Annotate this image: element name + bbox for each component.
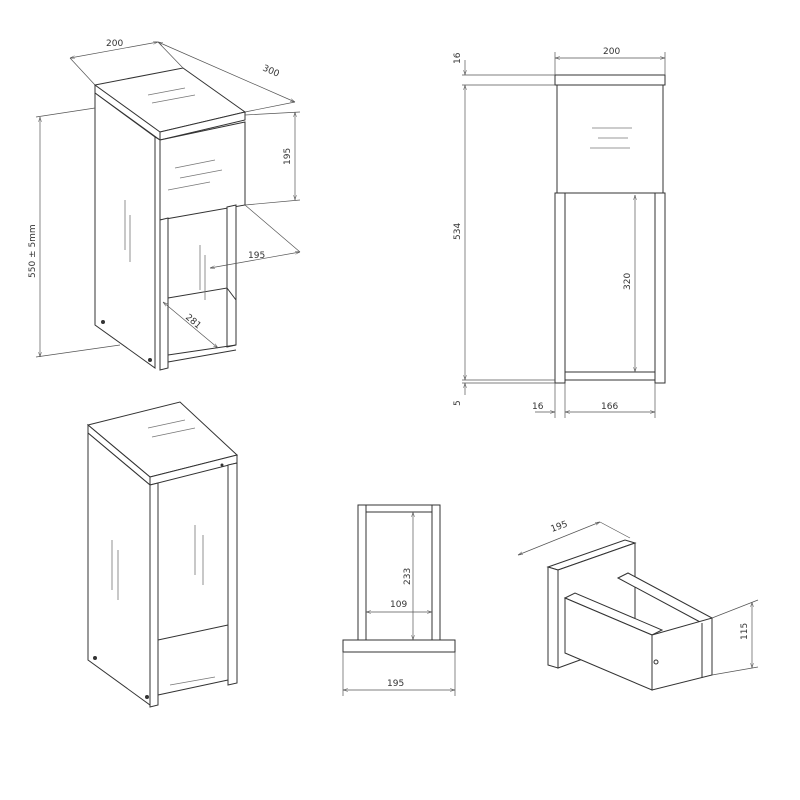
isometric-view-with-drawer: 200 300 195 195 550 ± 5mm 281 [28,39,300,371]
dim-depth-label: 300 [261,64,281,80]
frame-base-width-label: 195 [387,679,404,689]
dim-drawer-height-label: 195 [283,148,293,165]
frame-view: 233 109 195 [342,504,456,696]
drawer-view: 195 115 [518,520,759,691]
drawer-depth-label: 195 [550,520,570,535]
dim-drawer-depth-label: 195 [248,251,265,261]
dim-shelf-depth-label: 281 [183,313,203,332]
foot-label: 5 [453,400,463,406]
top-thickness-label: 16 [453,52,463,64]
isometric-view-carcass [86,401,239,708]
front-height-label: 534 [453,223,463,240]
drawer-height-label: 115 [740,623,750,640]
side-thickness-label: 16 [532,402,544,412]
frame-inner-height-label: 233 [403,568,413,585]
dim-total-height-label: 550 ± 5mm [28,224,38,278]
front-view: 200 16 534 5 320 16 166 [453,47,666,418]
frame-inner-width-label: 109 [390,600,407,610]
front-width-label: 200 [603,47,620,57]
opening-height-label: 320 [623,273,633,290]
dim-width-label: 200 [106,39,123,49]
inner-width-label: 166 [601,402,618,412]
